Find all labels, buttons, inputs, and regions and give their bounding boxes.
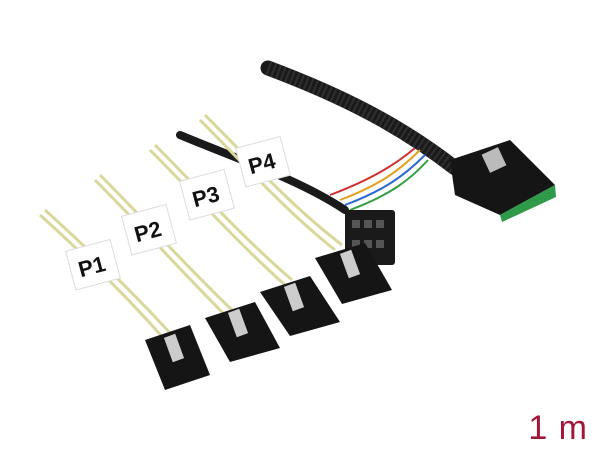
sata-connectors	[145, 243, 392, 390]
sata-connector-p1	[145, 325, 210, 390]
sata-connector-p4	[315, 243, 392, 304]
sata-connector-p2	[205, 302, 280, 362]
main-cable	[260, 60, 463, 176]
port-tag-p1: P1	[64, 238, 121, 291]
sata-connector-p3	[260, 276, 340, 336]
port-tag-p3: P3	[178, 168, 235, 221]
cable-length-label: 1 m	[528, 409, 588, 447]
port-tag-p2: P2	[120, 203, 177, 256]
port-tag-p4: P4	[234, 135, 291, 188]
mini-sas-connector	[450, 140, 556, 222]
fanout-wires	[329, 147, 429, 211]
